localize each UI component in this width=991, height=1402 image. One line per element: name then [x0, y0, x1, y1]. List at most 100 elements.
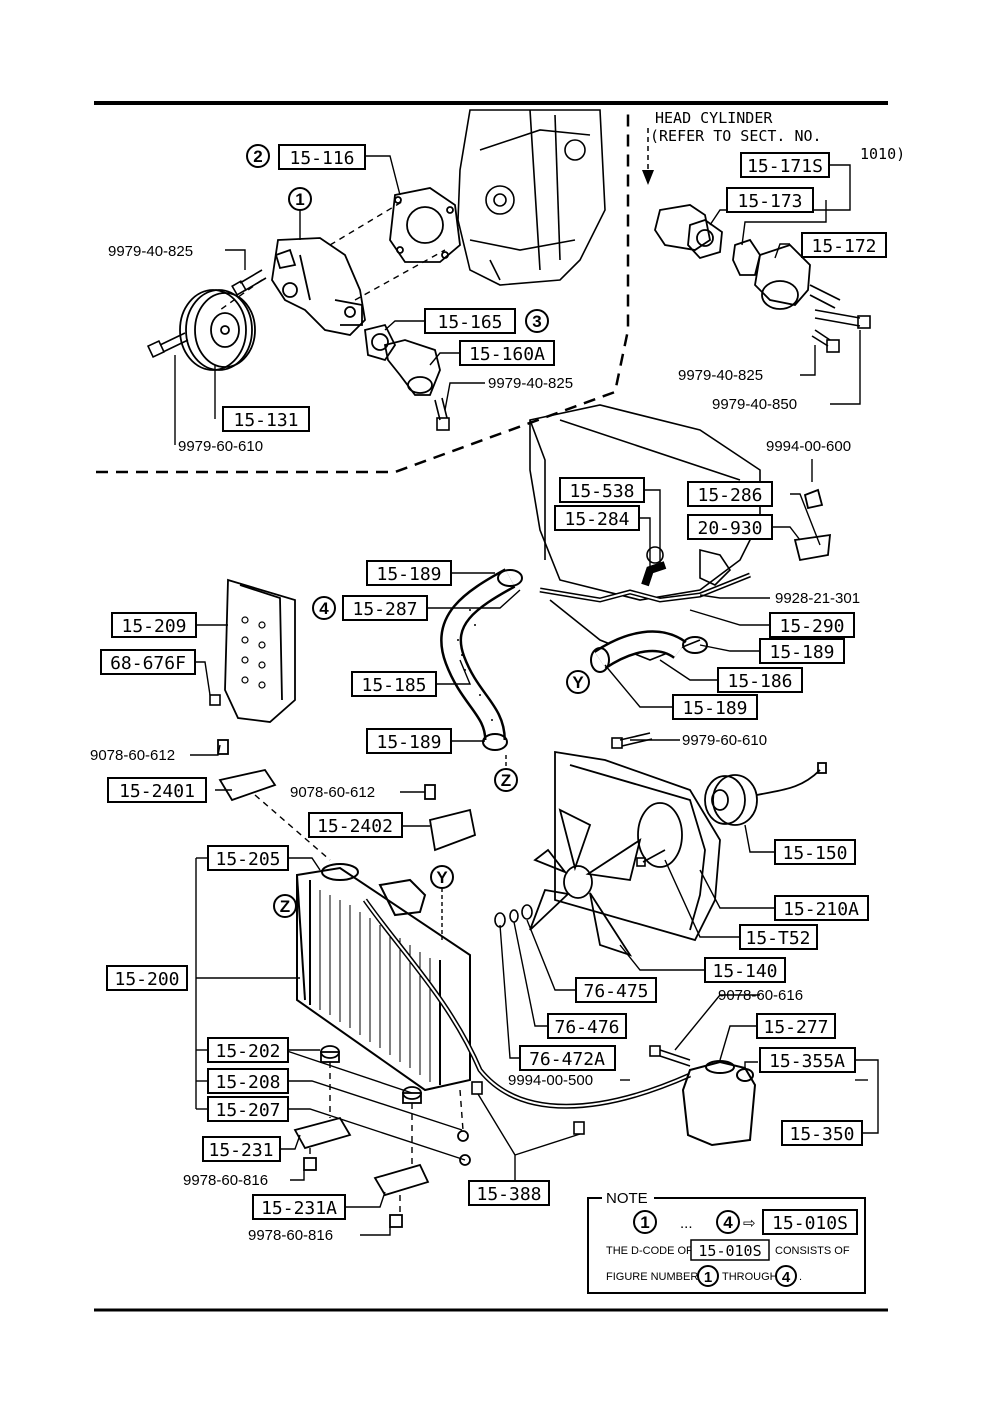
number-9979-40-825-a: 9979-40-825 [108, 243, 193, 260]
label-15-208-text: 15-208 [215, 1072, 280, 1093]
label-15-205[interactable]: 15-205 [207, 845, 289, 871]
number-9994-00-500: 9994-00-500 [508, 1072, 593, 1089]
label-15-116-text: 15-116 [289, 148, 354, 169]
label-15-189-a[interactable]: 15-189 [366, 560, 452, 586]
label-15-2402[interactable]: 15-2402 [308, 812, 403, 838]
radiator-fins [319, 890, 431, 1082]
label-15-116[interactable]: 15-116 [278, 144, 366, 170]
label-15-171S[interactable]: 15-171S [740, 152, 830, 178]
note-line3-a: FIGURE NUMBERS [606, 1271, 706, 1283]
label-15-173[interactable]: 15-173 [726, 187, 814, 213]
label-15-189-b[interactable]: 15-189 [759, 638, 845, 664]
label-15-231[interactable]: 15-231 [202, 1136, 281, 1162]
label-15-286-text: 15-286 [697, 485, 762, 506]
hose-clip-a [471, 1081, 483, 1095]
label-15-200[interactable]: 15-200 [106, 965, 188, 991]
label-15-T52[interactable]: 15-T52 [739, 924, 818, 950]
note-dots: ... [680, 1215, 693, 1232]
number-9928-21-301: 9928-21-301 [775, 590, 860, 607]
label-15-189-d-text: 15-189 [376, 732, 441, 753]
fan-hardware-drawing [494, 732, 666, 928]
callout-y-lower: Y [430, 865, 454, 889]
label-15-165[interactable]: 15-165 [424, 308, 516, 334]
label-15-173-text: 15-173 [737, 191, 802, 212]
gasket-15-116-drawing [389, 187, 461, 263]
label-15-286[interactable]: 15-286 [687, 481, 773, 507]
label-15-277[interactable]: 15-277 [756, 1013, 836, 1039]
number-9979-60-610-b: 9979-60-610 [682, 732, 767, 749]
note-line3-callout-4 [775, 1265, 797, 1287]
label-15-172[interactable]: 15-172 [801, 232, 887, 258]
splash-shield-15-209-drawing [224, 578, 296, 723]
label-76-472A-text: 76-472A [529, 1049, 605, 1070]
number-9979-40-825-c: 9979-40-825 [678, 367, 763, 384]
number-9979-60-610-a: 9979-60-610 [178, 438, 263, 455]
label-15-231A[interactable]: 15-231A [252, 1194, 346, 1220]
reservoir-15-350-drawing [681, 1060, 757, 1147]
label-15-350[interactable]: 15-350 [781, 1120, 863, 1146]
callout-2-text: 2 [253, 147, 262, 166]
pulley-15-131-drawing [179, 289, 256, 371]
bracket-20-930-drawing [793, 488, 832, 562]
header-line3: 1010) [860, 145, 905, 163]
note-callout-4-text: 4 [723, 1213, 733, 1232]
label-15-355A[interactable]: 15-355A [759, 1047, 856, 1073]
label-15-388-text: 15-388 [476, 1184, 541, 1205]
radiator-dashed-leaders [309, 1062, 464, 1215]
label-15-186[interactable]: 15-186 [717, 667, 803, 693]
label-15-209[interactable]: 15-209 [111, 612, 197, 638]
label-15-287[interactable]: 15-287 [342, 595, 428, 621]
label-76-476-text: 76-476 [554, 1017, 619, 1038]
thermostat-housing-drawing [364, 323, 441, 396]
label-15-290[interactable]: 15-290 [769, 612, 855, 638]
label-15-140[interactable]: 15-140 [704, 957, 786, 983]
label-76-472A[interactable]: 76-472A [519, 1045, 616, 1071]
header-line2: (REFER TO SECT. NO. [650, 127, 822, 145]
label-15-2401[interactable]: 15-2401 [107, 777, 207, 803]
callout-y-lower-text: Y [436, 868, 448, 887]
label-15-388[interactable]: 15-388 [468, 1180, 550, 1206]
label-15-189-c[interactable]: 15-189 [672, 694, 758, 720]
callout-y-upper: Y [566, 670, 590, 694]
label-15-185[interactable]: 15-185 [351, 671, 437, 697]
label-76-475-text: 76-475 [583, 981, 648, 1002]
bolt-drawings [146, 269, 450, 431]
label-15-538[interactable]: 15-538 [559, 477, 645, 503]
label-15-131[interactable]: 15-131 [222, 406, 310, 432]
number-9994-00-600: 9994-00-600 [766, 438, 851, 455]
label-15-284[interactable]: 15-284 [554, 505, 640, 531]
label-15-231-text: 15-231 [208, 1140, 273, 1161]
note-line3-callout-1 [697, 1265, 719, 1287]
note-arrow: ⇨ [743, 1215, 756, 1232]
note-code: 15-010S [772, 1213, 848, 1234]
label-15-189-d[interactable]: 15-189 [366, 728, 452, 754]
label-15-189-c-text: 15-189 [682, 698, 747, 719]
label-15-160A-text: 15-160A [469, 344, 545, 365]
label-15-207[interactable]: 15-207 [207, 1096, 289, 1122]
note-code-box [762, 1209, 858, 1235]
label-15-150[interactable]: 15-150 [774, 839, 856, 865]
number-9979-40-825-b: 9979-40-825 [488, 375, 573, 392]
label-15-202[interactable]: 15-202 [207, 1037, 289, 1063]
label-68-676F[interactable]: 68-676F [100, 649, 196, 675]
label-15-160A[interactable]: 15-160A [459, 340, 555, 366]
callout-1-text: 1 [295, 190, 304, 209]
label-15-210A[interactable]: 15-210A [774, 895, 869, 921]
label-15-208[interactable]: 15-208 [207, 1068, 289, 1094]
label-15-131-text: 15-131 [233, 410, 298, 431]
label-20-930[interactable]: 20-930 [687, 514, 773, 540]
header-arrow-head [642, 170, 654, 185]
number-9978-60-816-a: 9978-60-816 [183, 1172, 268, 1189]
label-15-277-text: 15-277 [763, 1017, 828, 1038]
callout-4-text: 4 [319, 599, 329, 618]
lower-brackets-drawing [293, 1116, 430, 1228]
label-76-476[interactable]: 76-476 [547, 1013, 627, 1039]
label-15-209-text: 15-209 [121, 616, 186, 637]
callout-1: 1 [288, 187, 312, 211]
label-15-207-text: 15-207 [215, 1100, 280, 1121]
label-76-475[interactable]: 76-475 [575, 977, 657, 1003]
number-9078-60-612-a: 9078-60-612 [90, 747, 175, 764]
callout-z-lower-text: Z [280, 897, 290, 916]
fan-motor-15-150-drawing [704, 762, 827, 826]
